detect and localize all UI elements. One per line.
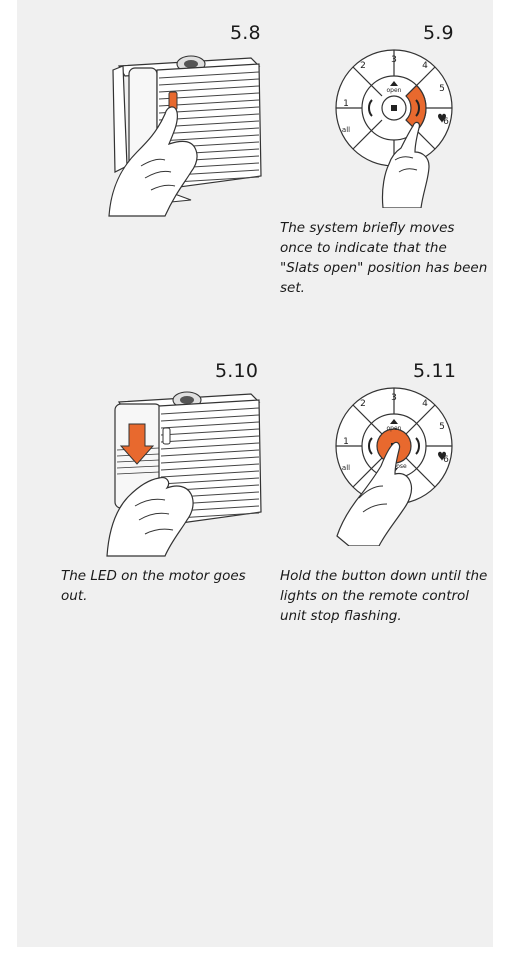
step-number-5-10: 5.10 [215, 360, 258, 382]
step-number-5-11: 5.11 [413, 360, 456, 382]
step-caption-5-10: The LED on the motor goes out. [61, 566, 251, 606]
remote-stop-button-illustration: 3 4 5 6 2 1 all open close [329, 386, 459, 546]
remote-key-5: 5 [439, 422, 445, 432]
remote-key-3: 3 [391, 55, 397, 65]
remote-key-all: all [342, 464, 350, 472]
motor-led-off-illustration [101, 388, 281, 558]
step-number-5-9: 5.9 [423, 22, 454, 44]
remote-key-1: 1 [343, 437, 349, 447]
step-caption-5-11: Hold the button down until the lights on… [280, 566, 490, 626]
step-caption-5-9: The system briefly moves once to indicat… [280, 218, 490, 298]
motor-led-button-illustration [101, 48, 281, 218]
remote-key-6: 6 [443, 455, 449, 465]
remote-key-4: 4 [422, 399, 428, 409]
remote-key-2: 2 [360, 61, 366, 71]
remote-key-1: 1 [343, 99, 349, 109]
remote-key-4: 4 [422, 61, 428, 71]
remote-label-open: open [387, 425, 402, 432]
remote-open-button-illustration: 3 4 5 6 2 1 all open [329, 48, 459, 208]
remote-key-3: 3 [391, 393, 397, 403]
remote-key-all: all [342, 126, 350, 134]
remote-key-6: 6 [443, 117, 449, 127]
step-number-5-8: 5.8 [230, 22, 261, 44]
remote-key-2: 2 [360, 399, 366, 409]
manual-page: 5.8 5.9 [17, 0, 493, 947]
remote-key-5: 5 [439, 84, 445, 94]
remote-label-open: open [387, 87, 402, 94]
